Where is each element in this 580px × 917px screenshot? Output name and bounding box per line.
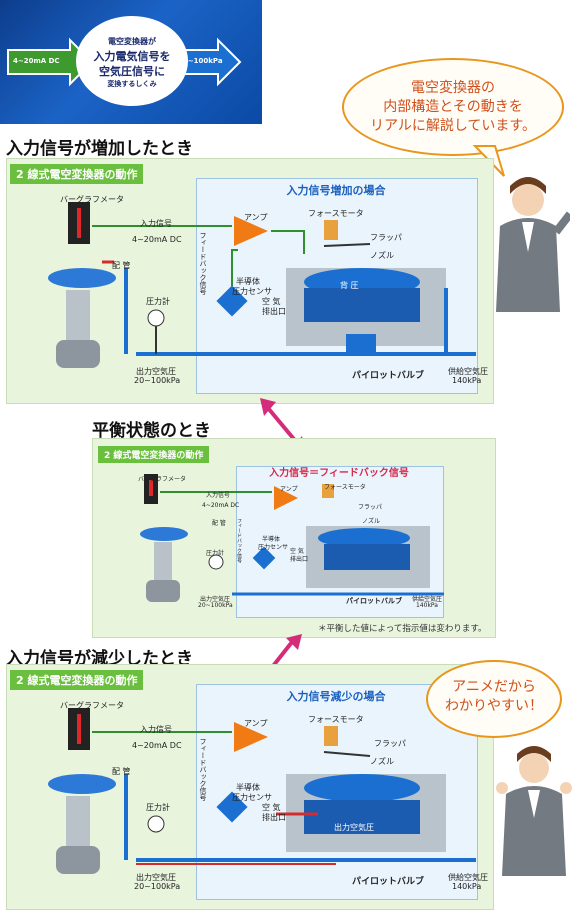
- label-input-increase: 入力信号: [140, 219, 172, 228]
- label-exhaust-line1-increase: 空 気: [262, 297, 281, 306]
- label-flapper-decrease: フラッパ: [374, 739, 406, 748]
- banner-right-label: 20~100kPa: [178, 57, 223, 65]
- label-piping-increase: 配 管: [112, 261, 131, 270]
- speech1-line2: 内部構造とその動きを: [383, 99, 523, 115]
- label-supply-line1-decrease: 供給空気圧: [448, 873, 488, 882]
- label-force-motor-decrease: フォースモータ: [308, 715, 364, 724]
- label-output-line2-decrease: 20~100kPa: [134, 882, 181, 891]
- speech-bubble-top: 電空変換器の 内部構造とその動きを リアルに解説しています。: [342, 58, 564, 156]
- label-piping-balance: 配 管: [212, 520, 226, 527]
- heading-increase: 入力信号が増加したとき: [6, 139, 193, 159]
- label-input-range-increase: 4~20mA DC: [132, 235, 182, 244]
- label-output-line1-balance: 出力空気圧: [200, 596, 231, 603]
- label-feedback-decrease: フィードバック信号: [199, 738, 207, 801]
- banner-circle: [76, 16, 188, 106]
- label-force-motor-balance: フォースモータ: [324, 484, 366, 491]
- label-input-balance: 入力信号: [206, 492, 231, 499]
- speech1-line3: リアルに解説しています。: [369, 118, 537, 134]
- speech2-line1: アニメだから: [452, 679, 536, 695]
- label-flapper-increase: フラッパ: [370, 233, 402, 242]
- label-input-range-balance: 4~20mA DC: [202, 502, 240, 509]
- banner-line2: 入力電気信号を: [93, 50, 171, 63]
- label-force-motor-increase: フォースモータ: [308, 209, 364, 218]
- label-flapper-balance: フラッパ: [358, 504, 383, 511]
- label-bargraph-balance: バーグラフメータ: [138, 476, 187, 483]
- label-amp-decrease: アンプ: [244, 719, 268, 728]
- label-gauge-balance: 圧力計: [206, 550, 225, 557]
- label-exhaust-line2-balance: 排出口: [290, 556, 309, 563]
- speech1-line1: 電空変換器の: [411, 80, 495, 96]
- speech-bubble-bottom: アニメだから わかりやすい！: [426, 660, 562, 738]
- banner-line4: 変換するしくみ: [107, 80, 157, 88]
- diagram-increase: [48, 202, 476, 368]
- label-feedback-balance: フィードバック信号: [236, 518, 242, 563]
- label-sensor-line1-increase: 半導体: [236, 277, 260, 286]
- state-title-increase: 入力信号増加の場合: [286, 184, 386, 197]
- label-amp-balance: アンプ: [280, 486, 298, 493]
- label-exhaust-line2-decrease: 排出口: [262, 813, 286, 822]
- label-nozzle-balance: ノズル: [362, 518, 381, 525]
- banner-left-label: 4~20mA DC: [13, 57, 60, 65]
- panel-title-balance: 2 線式電空変換器の動作: [98, 446, 210, 463]
- footnote-balance: ＊平衡した値によって指示値は変わります。: [318, 624, 487, 634]
- banner-line1: 電空変換器が: [108, 37, 156, 46]
- label-pilot-decrease: パイロットバルブ: [352, 877, 425, 887]
- label-output-line2-balance: 20~100kPa: [198, 602, 233, 609]
- diagram-balance: [140, 474, 444, 602]
- label-feedback-increase: フィードバック信号: [199, 232, 207, 295]
- label-output-line1-increase: 出力空気圧: [136, 367, 176, 376]
- label-amp-increase: アンプ: [244, 213, 268, 222]
- panel-title-decrease: 2 線式電空変換器の動作: [10, 670, 144, 690]
- label-chamber-increase: 背 圧: [340, 281, 359, 290]
- label-piping-decrease: 配 管: [112, 767, 131, 776]
- label-nozzle-decrease: ノズル: [370, 757, 394, 766]
- label-exhaust-line1-decrease: 空 気: [262, 803, 281, 812]
- label-supply-line2-decrease: 140kPa: [452, 882, 482, 891]
- label-supply-line1-increase: 供給空気圧: [448, 367, 488, 376]
- label-nozzle-increase: ノズル: [370, 251, 394, 260]
- label-gauge-increase: 圧力計: [146, 297, 170, 306]
- label-sensor-line2-increase: 圧力センサ: [232, 287, 272, 296]
- label-supply-line2-increase: 140kPa: [452, 376, 482, 385]
- label-supply-line1-balance: 供給空気圧: [412, 596, 443, 603]
- label-sensor-line1-decrease: 半導体: [236, 783, 260, 792]
- heading-balance: 平衡状態のとき: [92, 421, 211, 441]
- label-output-line2-increase: 20~100kPa: [134, 376, 181, 385]
- label-supply-line2-balance: 140kPa: [416, 602, 438, 609]
- presenter-figure-bottom: [496, 746, 572, 876]
- label-pilot-increase: パイロットバルブ: [352, 371, 425, 381]
- banner-line3: 空気圧信号に: [99, 65, 165, 78]
- diagram-decrease: [48, 708, 476, 874]
- label-sensor-line1-balance: 半導体: [262, 536, 281, 543]
- label-input-range-decrease: 4~20mA DC: [132, 741, 182, 750]
- label-chamber-decrease: 出力空気圧: [334, 823, 374, 832]
- label-output-line1-decrease: 出力空気圧: [136, 873, 176, 882]
- banner: 電空変換器が 入力電気信号を 空気圧信号に 変換するしくみ 4~20mA DC …: [0, 0, 262, 124]
- label-sensor-line2-decrease: 圧力センサ: [232, 793, 272, 802]
- label-exhaust-line1-balance: 空 気: [290, 548, 304, 555]
- label-gauge-decrease: 圧力計: [146, 803, 170, 812]
- label-pilot-balance: パイロットバルブ: [346, 597, 402, 605]
- panel-title-increase: 2 線式電空変換器の動作: [10, 164, 144, 184]
- label-sensor-line2-balance: 圧力センサ: [258, 544, 289, 551]
- state-title-decrease: 入力信号減少の場合: [286, 690, 386, 703]
- speech2-line2: わかりやすい！: [445, 698, 543, 714]
- label-bargraph-increase: バーグラフメータ: [60, 195, 124, 204]
- label-input-decrease: 入力信号: [140, 725, 172, 734]
- presenter-figure-top: [496, 177, 570, 312]
- label-bargraph-decrease: バーグラフメータ: [60, 701, 124, 710]
- state-title-balance: 入力信号＝フィードバック信号: [269, 468, 409, 479]
- label-exhaust-line2-increase: 排出口: [262, 307, 286, 316]
